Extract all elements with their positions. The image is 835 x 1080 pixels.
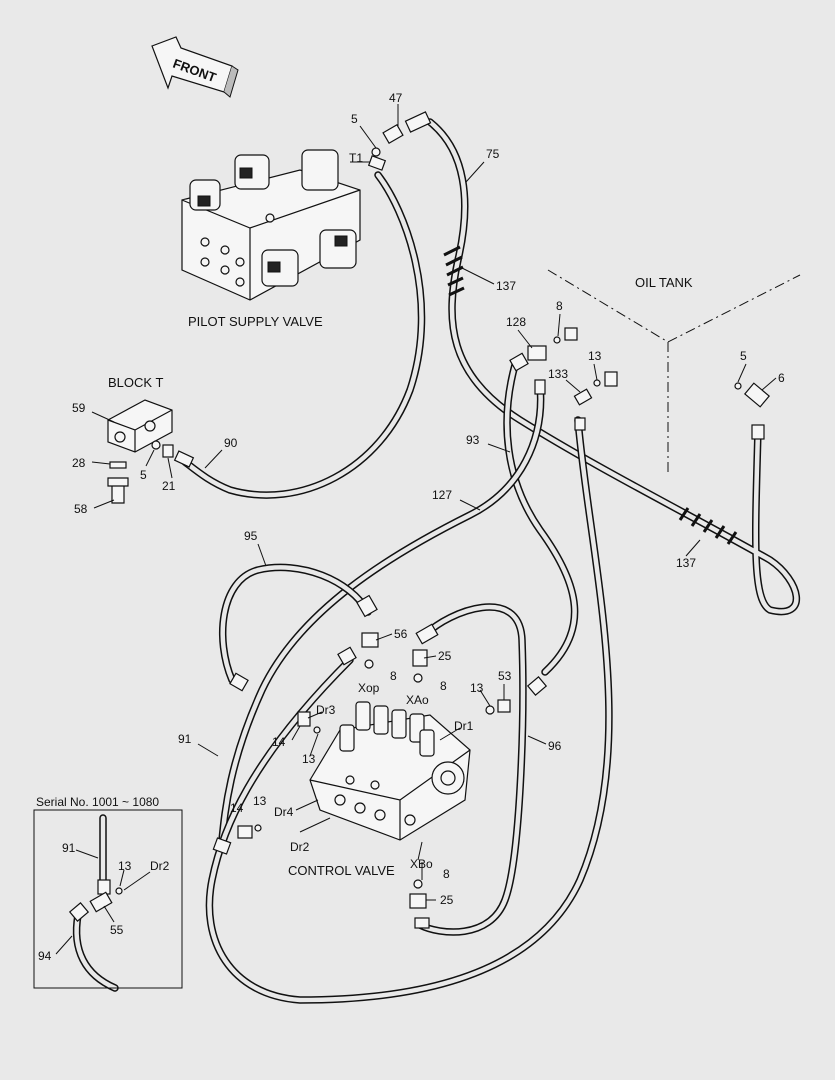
block-t-label: BLOCK T — [108, 375, 163, 390]
callout-28: 28 — [72, 456, 86, 470]
callout-xop: Xop — [358, 681, 380, 695]
callout-59: 59 — [72, 401, 86, 415]
callout-25a: 25 — [438, 649, 452, 663]
inset-callout-55: 55 — [110, 923, 124, 937]
callouts: 5 47 T1 75 137 8 128 13 133 5 6 59 28 5 … — [38, 91, 785, 963]
callout-8c: 8 — [440, 679, 447, 693]
callout-133: 133 — [548, 367, 568, 381]
callout-58: 58 — [74, 502, 88, 516]
pilot-supply-valve: PILOT SUPPLY VALVE — [181, 149, 361, 329]
callout-93: 93 — [466, 433, 480, 447]
callout-14a: 14 — [272, 735, 286, 749]
front-arrow: FRONT — [151, 36, 239, 98]
callout-xbo: XBo — [410, 857, 433, 871]
callout-137a: 137 — [496, 279, 516, 293]
callout-13a: 13 — [588, 349, 602, 363]
serial-inset: Serial No. 1001 ~ 1080 — [33, 795, 183, 989]
callout-8d: 8 — [443, 867, 450, 881]
inset-callout-91: 91 — [62, 841, 76, 855]
callout-5c: 5 — [140, 468, 147, 482]
protective-sleeves — [443, 245, 738, 545]
callout-21: 21 — [162, 479, 176, 493]
callout-95: 95 — [244, 529, 258, 543]
callout-dr2: Dr2 — [290, 840, 310, 854]
callout-5a: 5 — [351, 112, 358, 126]
callout-t1: T1 — [349, 151, 363, 165]
callout-dr3: Dr3 — [316, 703, 336, 717]
callout-96: 96 — [548, 739, 562, 753]
callout-56: 56 — [394, 627, 408, 641]
callout-13d: 13 — [253, 794, 267, 808]
callout-5b: 5 — [740, 349, 747, 363]
callout-6: 6 — [778, 371, 785, 385]
callout-xao: XAo — [406, 693, 429, 707]
block-t: BLOCK T — [107, 375, 174, 504]
callout-47: 47 — [389, 91, 403, 105]
callout-dr1: Dr1 — [454, 719, 474, 733]
pilot-supply-valve-label: PILOT SUPPLY VALVE — [188, 314, 323, 329]
fittings — [173, 111, 771, 929]
hoses — [72, 118, 801, 1004]
callout-8b: 8 — [390, 669, 397, 683]
control-valve: CONTROL VALVE — [288, 701, 471, 878]
callout-53: 53 — [498, 669, 512, 683]
callout-dr4: Dr4 — [274, 805, 294, 819]
callout-91: 91 — [178, 732, 192, 746]
callout-13b: 13 — [470, 681, 484, 695]
inset-callout-94: 94 — [38, 949, 52, 963]
callout-127: 127 — [432, 488, 452, 502]
inset-callout-dr2: Dr2 — [150, 859, 170, 873]
control-valve-label: CONTROL VALVE — [288, 863, 395, 878]
callout-13c: 13 — [302, 752, 316, 766]
callout-137b: 137 — [676, 556, 696, 570]
callout-8a: 8 — [556, 299, 563, 313]
oil-tank-outline — [547, 269, 801, 475]
oil-tank-label: OIL TANK — [635, 275, 693, 290]
serial-number-label: Serial No. 1001 ~ 1080 — [36, 795, 159, 809]
leader-lines — [55, 104, 777, 955]
callout-90: 90 — [224, 436, 238, 450]
callout-14b: 14 — [230, 801, 244, 815]
inset-callout-13: 13 — [118, 859, 132, 873]
callout-128: 128 — [506, 315, 526, 329]
callout-75: 75 — [486, 147, 500, 161]
callout-25b: 25 — [440, 893, 454, 907]
